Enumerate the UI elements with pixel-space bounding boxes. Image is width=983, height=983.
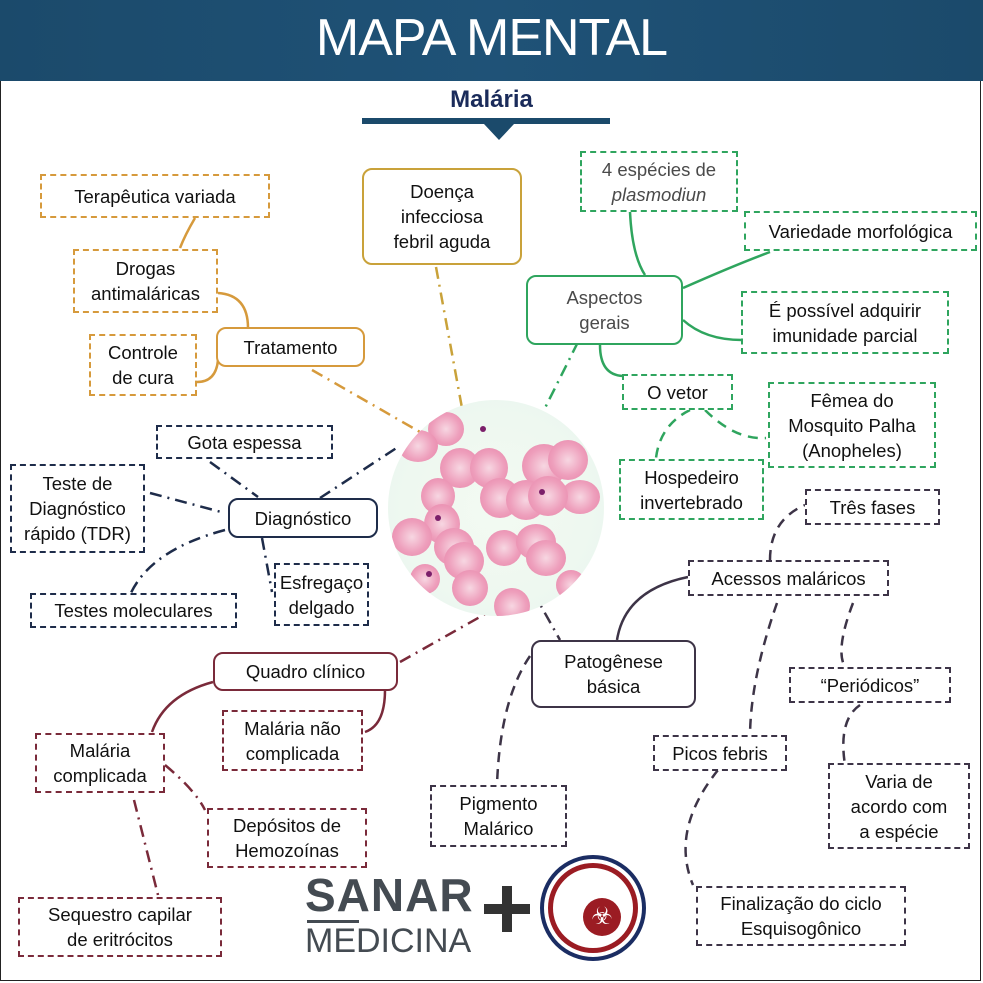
node-tres-fases: Três fases [805,489,940,525]
medicina-logo-text: MEDICINA [305,922,472,960]
node-o-vetor: O vetor [622,374,733,410]
subtitle-underline [362,118,610,124]
biohazard-icon: ☣ [583,898,621,936]
liga-logo-ring: ☣ [548,863,638,953]
connector [615,575,689,641]
plus-icon [484,886,530,932]
blood-smear-image [388,400,604,616]
connector [768,503,806,561]
node-malaria-complicada: Malária complicada [35,733,165,793]
connector [260,537,274,593]
sanar-medicina-logo: SANAR MEDICINA [305,872,474,959]
node-imunidade-parcial: É possível adquirir imunidade parcial [741,291,949,354]
connector [541,341,580,413]
connector [654,408,691,459]
down-arrow-icon [484,124,514,140]
sanar-logo-underline [307,920,359,923]
connector [178,217,197,249]
connector [150,680,214,733]
node-periodicos: “Periódicos” [789,667,951,703]
connector [684,769,719,886]
page-title: MAPA MENTAL [315,9,668,67]
connector [682,250,771,290]
node-aspectos-gerais: Aspectos gerais [526,275,683,345]
node-malaria-nao-complicada: Malária não complicada [222,710,363,771]
connector [132,799,160,896]
node-tratamento: Tratamento [216,327,365,367]
node-gota-espessa: Gota espessa [156,425,333,459]
node-sequestro-capilar: Sequestro capilar de eritrócitos [18,897,222,957]
especies-line1: 4 espécies de [601,158,717,180]
node-testes-moleculares: Testes moleculares [30,593,237,628]
node-finalizacao-ciclo: Finalização do ciclo Esquisogônico [696,886,906,946]
connector [704,409,767,440]
node-depositos-hemozoinas: Depósitos de Hemozoínas [207,808,367,868]
connector [217,291,250,329]
node-patogenese-basica: Patogênese básica [531,640,696,708]
node-acessos-malaricos: Acessos maláricos [688,560,889,596]
connector [128,528,226,596]
node-variedade-morfologica: Variedade morfológica [744,211,977,251]
node-teste-diagnostico-rapido: Teste de Diagnóstico rápido (TDR) [10,464,145,553]
sanar-logo-text: SANAR [305,869,474,921]
node-quadro-clinico: Quadro clínico [213,652,398,691]
connector [209,460,259,499]
node-drogas-antimalaricas: Drogas antimaláricas [73,249,218,313]
connector [628,211,647,276]
connector [495,655,532,786]
node-varia-especie: Varia de acordo com a espécie [828,763,970,849]
node-esfregaco-delgado: Esfregaço delgado [274,563,369,626]
connector [842,703,861,766]
node-terapeutica-variada: Terapêutica variada [40,174,270,218]
connector [364,689,387,734]
connector [149,491,226,515]
connector [311,368,421,434]
especies-line2: plasmodiun [611,183,707,205]
node-especies-plasmodium: 4 espécies de plasmodiun [580,151,738,212]
node-pigmento-malarico: Pigmento Malárico [430,785,567,847]
connector [434,266,464,409]
connector [840,602,855,668]
liga-infectologia-logo: ☣ [540,855,646,961]
node-picos-febris: Picos febris [653,735,787,771]
connector [164,764,207,811]
node-femea-mosquito: Fêmea do Mosquito Palha (Anopheles) [768,382,936,468]
node-controle-de-cura: Controle de cura [89,334,197,396]
node-hospedeiro-invertebrado: Hospedeiro invertebrado [619,459,764,520]
connector [748,602,779,739]
node-diagnostico: Diagnóstico [228,498,378,538]
topic-title: Malária [450,86,533,113]
connector [682,319,743,342]
header-banner: MAPA MENTAL [0,0,983,81]
connector [196,359,220,384]
connector [598,344,624,378]
node-doenca-infecciosa: Doença infecciosa febril aguda [362,168,522,265]
